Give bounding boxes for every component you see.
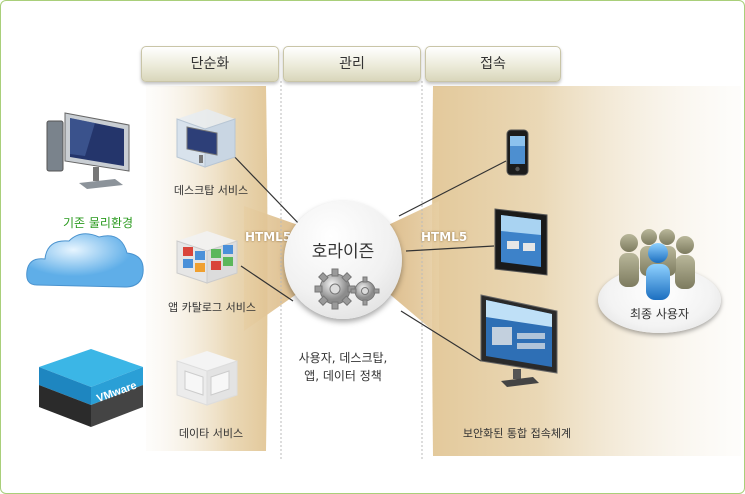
vmware-server-icon: VMware — [39, 349, 143, 427]
smartphone-icon — [506, 129, 529, 176]
end-user-label: 최종 사용자 — [629, 307, 689, 321]
desktop-service-label: 데스크탑 서비스 — [173, 184, 249, 197]
connector-phone — [398, 160, 507, 217]
policy-line-2: 앱, 데이터 정책 — [304, 369, 382, 383]
policy-line-1: 사용자, 데스크탑, — [298, 351, 388, 365]
physical-env-label: 기존 물리환경 — [63, 216, 134, 230]
secure-access-label: 보안화된 통합 접속체계 — [462, 427, 572, 440]
tablet-icon — [494, 208, 548, 276]
header-simplify: 단순화 — [141, 46, 279, 82]
connector-desktop — [228, 150, 302, 227]
header-connect: 접속 — [425, 46, 561, 82]
users-icon — [619, 229, 695, 300]
header-manage: 관리 — [283, 46, 421, 82]
app-catalog-icon — [176, 231, 238, 284]
horizon-title: 호라이즌 — [311, 242, 375, 262]
desktop-service-icon — [176, 109, 236, 168]
desktop-pc-icon — [46, 112, 130, 189]
gears-icon — [314, 268, 380, 310]
monitor-icon — [480, 294, 558, 387]
connector-tablet — [405, 245, 495, 252]
app-catalog-label: 앱 카탈로그 서비스 — [168, 301, 256, 314]
data-service-label: 데이타 서비스 — [178, 427, 244, 440]
right-funnel — [386, 201, 439, 336]
cloud-icon — [26, 233, 144, 288]
data-service-icon — [176, 351, 238, 406]
connector-catalog — [240, 265, 294, 302]
html5-right-label: HTML5 — [421, 230, 468, 244]
connector-monitor — [400, 310, 482, 362]
left-funnel — [244, 206, 301, 331]
html5-left-label: HTML5 — [245, 230, 292, 244]
